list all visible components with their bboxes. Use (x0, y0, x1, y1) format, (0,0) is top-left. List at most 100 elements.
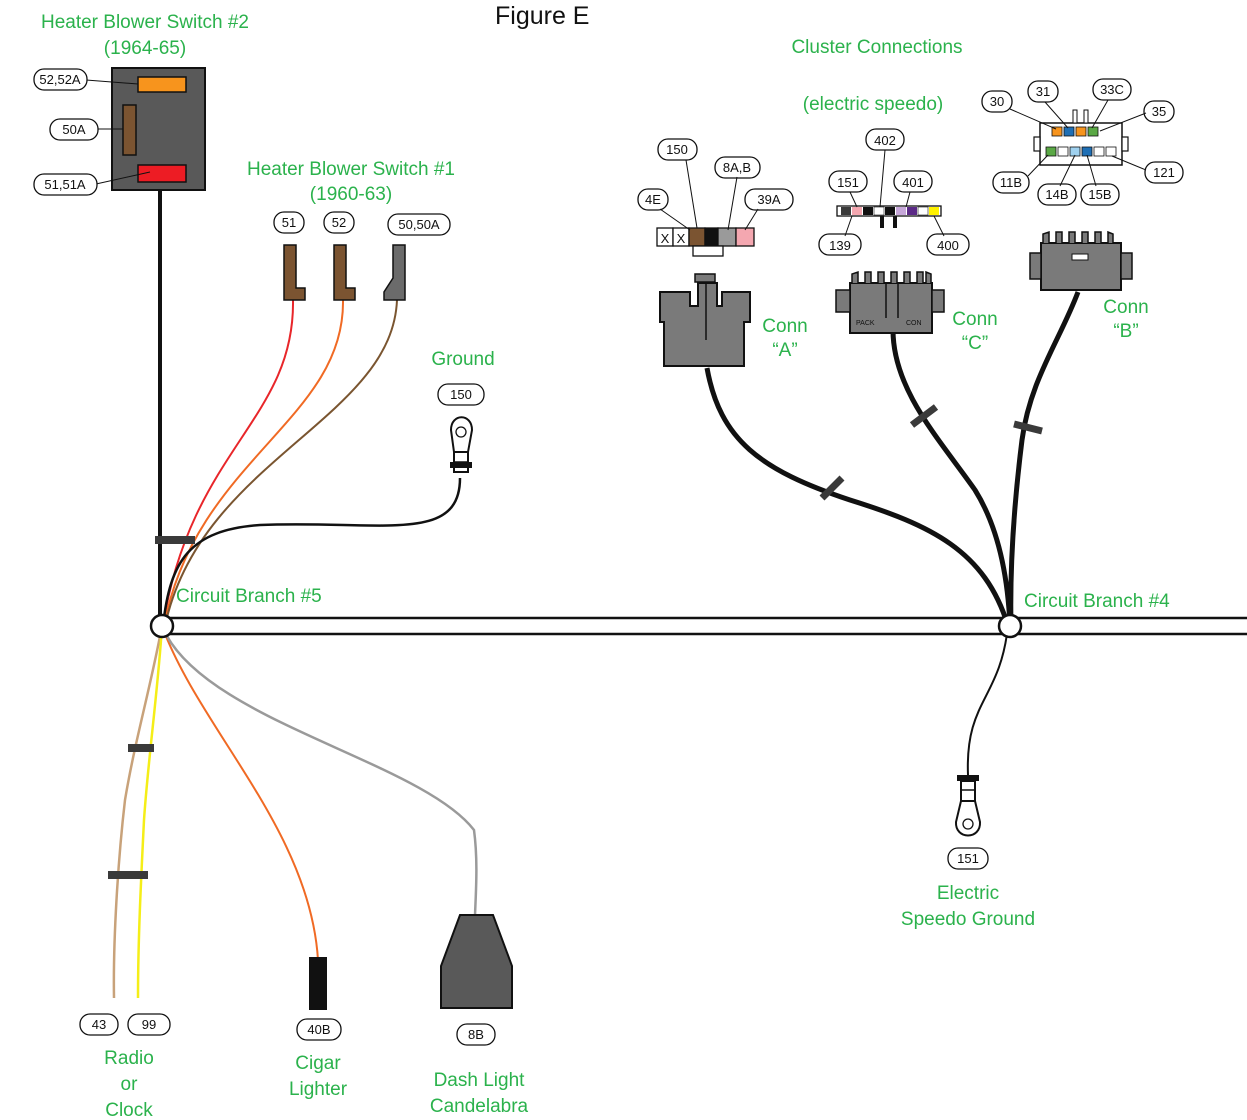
tag-151-ground: 151 (947, 847, 989, 870)
conn-c-label-2: “C” (962, 333, 988, 354)
conn-c-pin-strip (836, 149, 945, 237)
pin-red (137, 164, 187, 183)
wire-brown-50 (164, 299, 398, 627)
ground-label: Ground (431, 349, 494, 370)
tag-30: 30 (981, 90, 1013, 113)
wire-red-51 (162, 299, 295, 627)
tag-99: 99 (127, 1013, 171, 1036)
tag-50a: 50A (49, 118, 99, 141)
speedo-ground-ring-terminal (954, 775, 982, 837)
hb1-title-line2: (1960-63) (310, 184, 392, 205)
wire-orange-52 (163, 299, 345, 627)
svg-text:151: 151 (837, 175, 859, 190)
tag-35: 35 (1143, 100, 1175, 123)
svg-text:X: X (661, 231, 670, 246)
svg-text:50,50A: 50,50A (398, 217, 440, 232)
wire-conn-a (704, 367, 1011, 627)
svg-text:33C: 33C (1100, 82, 1124, 97)
conn-b-pin-block (1009, 99, 1147, 187)
tag-39a: 39A (744, 188, 794, 211)
terminal-52-brown (333, 244, 356, 301)
tag-402: 402 (865, 128, 905, 151)
svg-text:139: 139 (829, 238, 851, 253)
connector-c: PACK CON (835, 270, 945, 334)
tag-14b: 14B (1037, 183, 1077, 206)
cigar-label-1: Cigar (295, 1053, 341, 1074)
branch4-clamps (819, 404, 1043, 501)
tag-139: 139 (818, 233, 862, 256)
tag-51: 51 (273, 211, 305, 234)
conn-a-label-2: “A” (772, 340, 797, 361)
svg-text:52,52A: 52,52A (39, 72, 81, 87)
wire-yellow-99 (136, 625, 164, 999)
svg-text:150: 150 (666, 142, 688, 157)
wire-conn-c (890, 329, 1013, 627)
wire-black-ground (161, 477, 462, 627)
tag-15b: 15B (1080, 183, 1120, 206)
hb2-title-line1: Heater Blower Switch #2 (41, 12, 249, 33)
clamp-radio-lower (108, 871, 148, 879)
svg-text:X: X (677, 231, 686, 246)
tag-401: 401 (893, 170, 933, 193)
radio-label-1: Radio (104, 1048, 154, 1069)
svg-text:35: 35 (1152, 104, 1166, 119)
dash-light-candelabra-connector (440, 914, 513, 1009)
conn-a-label-1: Conn (762, 316, 807, 337)
electric-speedo-note: (electric speedo) (803, 94, 943, 115)
wire-orange-40b (161, 625, 319, 961)
svg-text:39A: 39A (757, 192, 780, 207)
svg-text:CON: CON (906, 320, 922, 327)
wire-gray-8b (160, 625, 478, 916)
dash-light-label-1: Dash Light (434, 1070, 526, 1091)
hb1-title-line1: Heater Blower Switch #1 (247, 159, 455, 180)
branch5-label: Circuit Branch #5 (176, 586, 322, 607)
svg-text:43: 43 (92, 1017, 106, 1032)
cigar-label-2: Lighter (289, 1079, 348, 1100)
svg-text:15B: 15B (1088, 187, 1111, 202)
figure-title: Figure E (495, 2, 589, 30)
cluster-title: Cluster Connections (791, 37, 962, 58)
svg-text:51,51A: 51,51A (44, 177, 86, 192)
conn-a-pin-strip: X X (656, 159, 759, 257)
tag-8a-b: 8A,B (714, 156, 761, 179)
tag-33c: 33C (1092, 78, 1132, 101)
pin-orange (137, 76, 187, 93)
svg-text:400: 400 (937, 238, 959, 253)
connector-a (659, 273, 751, 367)
svg-text:50A: 50A (62, 122, 85, 137)
branch4-node (997, 613, 1023, 639)
tag-43: 43 (79, 1013, 119, 1036)
svg-text:52: 52 (332, 215, 346, 230)
tag-121: 121 (1144, 161, 1184, 184)
branch4-label: Circuit Branch #4 (1024, 591, 1170, 612)
tag-150-ground: 150 (437, 383, 485, 406)
wire-tan-43 (112, 625, 164, 999)
harness-clamps (108, 536, 195, 879)
branch4-wires (704, 291, 1081, 776)
main-harness (162, 616, 1247, 636)
svg-text:31: 31 (1036, 84, 1050, 99)
tag-52-52a: 52,52A (33, 68, 88, 91)
svg-text:150: 150 (450, 387, 472, 402)
svg-text:402: 402 (874, 133, 896, 148)
tag-40b: 40B (296, 1018, 342, 1041)
svg-text:14B: 14B (1045, 187, 1068, 202)
svg-text:8B: 8B (468, 1027, 484, 1042)
tag-400: 400 (926, 233, 970, 256)
branch5-wires (112, 180, 478, 999)
tag-8b: 8B (456, 1023, 496, 1046)
tag-51-51a: 51,51A (33, 173, 98, 196)
svg-text:11B: 11B (1000, 175, 1022, 190)
svg-text:PACK: PACK (856, 320, 875, 327)
speedo-ground-label-2: Speedo Ground (901, 909, 1035, 930)
radio-label-2: or (121, 1074, 139, 1095)
tag-31: 31 (1027, 80, 1059, 103)
hb2-title-line2: (1964-65) (104, 38, 186, 59)
heater-blower-switch-2 (85, 67, 206, 191)
branch5-node (149, 613, 175, 639)
wire-conn-b (1008, 291, 1081, 627)
svg-text:151: 151 (957, 851, 979, 866)
conn-c-label-1: Conn (952, 309, 997, 330)
svg-text:40B: 40B (307, 1022, 330, 1037)
